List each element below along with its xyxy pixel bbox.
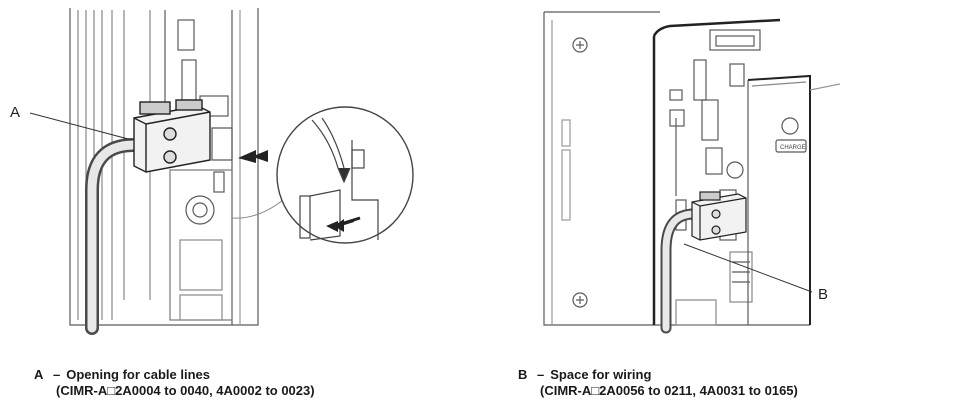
caption-a-models: (CIMR-A□2A0004 to 0040, 4A0002 to 0023) bbox=[56, 383, 315, 398]
caption-b: B – Space for wiring (CIMR-A□2A0056 to 0… bbox=[518, 367, 798, 399]
caption-b-title: Space for wiring bbox=[550, 367, 652, 382]
caption-a: A – Opening for cable lines (CIMR-A□2A00… bbox=[34, 367, 315, 399]
cable-connector bbox=[691, 191, 747, 241]
insert-arrow-icon bbox=[238, 150, 268, 163]
caption-a-label: A bbox=[34, 367, 44, 382]
callout-label-b: B bbox=[818, 286, 829, 303]
charge-plate-label: CHARGE bbox=[780, 145, 806, 151]
caption-a-dash: – bbox=[53, 367, 61, 382]
caption-b-label: B bbox=[518, 367, 528, 382]
left-drive-illustration bbox=[29, 8, 414, 335]
pliers-icon bbox=[311, 119, 339, 169]
cable-connector bbox=[133, 99, 211, 173]
caption-b-dash: – bbox=[537, 367, 545, 382]
caption-a-title: Opening for cable lines bbox=[66, 367, 210, 382]
callout-label-a: A bbox=[10, 104, 21, 121]
caption-b-models: (CIMR-A□2A0056 to 0211, 4A0031 to 0165) bbox=[540, 383, 798, 398]
right-drive-illustration: CHARGE bbox=[543, 11, 841, 334]
